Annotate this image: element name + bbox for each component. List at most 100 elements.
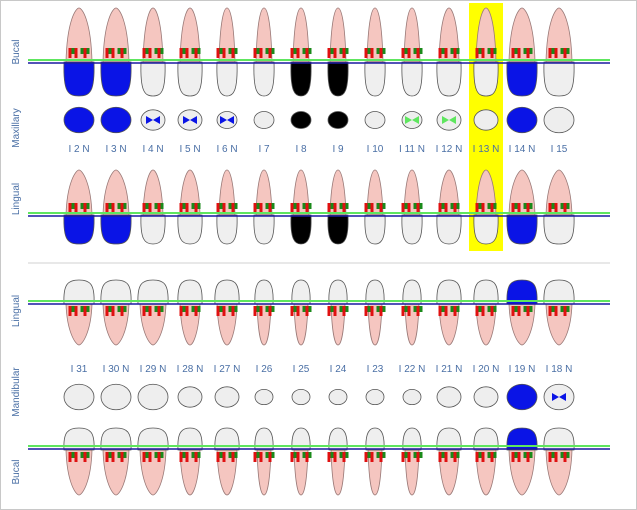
tooth-upper-14[interactable]: I 14 N: [506, 7, 538, 245]
crown-shape: [402, 279, 422, 305]
tooth-lower-18[interactable]: I 18 N: [543, 279, 575, 496]
tooth-number-label: I 27 N: [214, 364, 241, 375]
probe-mark: [296, 48, 300, 58]
crown-shape: [177, 279, 203, 305]
occlusal-surface: [137, 383, 169, 411]
tooth-lower-24[interactable]: I 24: [327, 279, 349, 496]
crown-shape: [214, 279, 240, 305]
tooth-upper-8[interactable]: I 8: [290, 7, 312, 245]
probe-mark: [148, 306, 152, 316]
probe-mark: [370, 452, 374, 462]
probe-mark: [529, 452, 533, 458]
tooth-lower-27[interactable]: I 27 N: [214, 279, 241, 496]
crown-shape: [100, 279, 132, 305]
crown-shape: [365, 427, 385, 451]
tooth-lower-21[interactable]: I 21 N: [436, 279, 463, 496]
probe-mark: [551, 203, 555, 209]
tooth-lower-19[interactable]: I 19 N: [506, 279, 538, 496]
probe-mark: [450, 48, 454, 54]
crown-shape: [253, 214, 275, 245]
probe-mark: [259, 48, 263, 58]
tooth-upper-3[interactable]: I 3 N: [100, 7, 132, 245]
tooth-number-label: I 14 N: [509, 144, 536, 155]
tooth-upper-5[interactable]: I 5 N: [177, 7, 203, 245]
probe-mark: [563, 203, 567, 213]
tooth-lower-20[interactable]: I 20 N: [473, 279, 500, 496]
probe-mark: [478, 452, 482, 458]
tooth-upper-7[interactable]: I 7: [253, 7, 275, 245]
crown-shape: [290, 214, 312, 245]
probe-mark: [271, 203, 275, 209]
filling-mark: [405, 116, 419, 124]
probe-mark: [453, 306, 457, 316]
probe-mark: [382, 203, 386, 209]
probe-mark: [456, 452, 460, 458]
probe-mark: [441, 48, 445, 54]
tooth-upper-2[interactable]: I 2 N: [63, 7, 95, 245]
crown-shape: [291, 427, 311, 451]
probe-mark: [228, 48, 232, 54]
probe-mark: [182, 306, 186, 312]
probe-mark: [456, 306, 460, 312]
probe-mark: [327, 203, 331, 213]
probe-mark: [548, 452, 552, 462]
probe-mark: [259, 203, 263, 213]
tooth-upper-13[interactable]: I 13 N: [473, 7, 500, 245]
probe-mark: [566, 452, 570, 458]
probe-mark: [345, 452, 349, 458]
occlusal-surface: [100, 383, 132, 411]
tooth-number-label: I 11 N: [399, 144, 425, 155]
tooth-lower-25[interactable]: I 25: [290, 279, 312, 496]
probe-mark: [197, 48, 201, 54]
tooth-upper-9[interactable]: I 9: [327, 7, 349, 245]
tooth-upper-12[interactable]: I 12 N: [436, 7, 463, 245]
tooth-number-label: I 6 N: [216, 144, 237, 155]
probe-mark: [407, 203, 411, 213]
tooth-upper-11[interactable]: I 11 N: [399, 7, 425, 245]
probe-mark: [120, 203, 124, 213]
crown-shape: [401, 214, 423, 245]
probe-mark: [120, 452, 124, 462]
probe-mark: [401, 203, 405, 213]
probe-mark: [548, 48, 552, 58]
tooth-lower-26[interactable]: I 26: [253, 279, 275, 496]
probe-mark: [441, 203, 445, 209]
probe-mark: [379, 48, 383, 58]
probe-mark: [554, 48, 558, 58]
probe-mark: [404, 306, 408, 312]
probe-mark: [367, 452, 371, 458]
crown-shape: [214, 427, 240, 451]
probe-mark: [407, 452, 411, 462]
probe-mark: [475, 203, 479, 213]
probe-mark: [493, 452, 497, 458]
tooth-number-label: I 10: [367, 144, 384, 155]
tooth-upper-4[interactable]: I 4 N: [140, 7, 166, 245]
occlusal-surface: [291, 388, 311, 406]
probe-mark: [219, 203, 223, 209]
tooth-upper-15[interactable]: I 15: [543, 7, 575, 245]
probe-mark: [370, 203, 374, 213]
probe-mark: [216, 306, 220, 316]
tooth-lower-30[interactable]: I 30 N: [100, 279, 132, 496]
tooth-lower-28[interactable]: I 28 N: [177, 279, 204, 496]
probe-mark: [364, 452, 368, 462]
probe-mark: [265, 48, 269, 54]
probe-mark: [487, 452, 491, 458]
tooth-upper-10[interactable]: I 10: [364, 7, 386, 245]
probe-mark: [413, 452, 417, 458]
tooth-lower-29[interactable]: I 29 N: [137, 279, 169, 496]
probe-mark: [259, 452, 263, 462]
probe-mark: [364, 306, 368, 316]
probe-mark: [566, 203, 570, 209]
probe-mark: [123, 48, 127, 54]
probe-mark: [154, 306, 158, 312]
tooth-lower-31[interactable]: I 31: [63, 279, 95, 496]
probe-mark: [327, 306, 331, 316]
probe-mark: [80, 306, 84, 312]
probe-mark: [345, 48, 349, 54]
probe-mark: [105, 48, 109, 58]
tooth-lower-22[interactable]: I 22 N: [399, 279, 426, 496]
tooth-upper-6[interactable]: I 6 N: [216, 7, 238, 245]
tooth-lower-23[interactable]: I 23: [364, 279, 386, 496]
